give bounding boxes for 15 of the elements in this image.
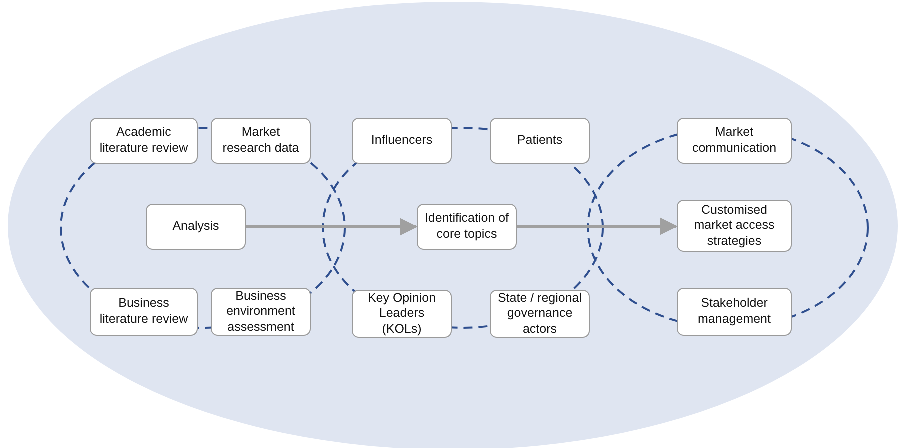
text-box: Business literature review (90, 288, 198, 336)
text-box: Business environment assessment (211, 288, 311, 336)
text-box: Key Opinion Leaders (KOLs) (352, 290, 452, 338)
text-box: Customised market access strategies (677, 200, 792, 252)
text-box: Market research data (211, 118, 311, 164)
text-box: Identification of core topics (417, 204, 517, 250)
text-box: Patients (490, 118, 590, 164)
text-box: Influencers (352, 118, 452, 164)
text-box: Market communication (677, 118, 792, 164)
text-box: Analysis (146, 204, 246, 250)
text-box: Stakeholder management (677, 288, 792, 336)
text-box: State / regional governance actors (490, 290, 590, 338)
arrow (517, 218, 678, 236)
arrow (246, 218, 418, 236)
text-box: Academic literature review (90, 118, 198, 164)
